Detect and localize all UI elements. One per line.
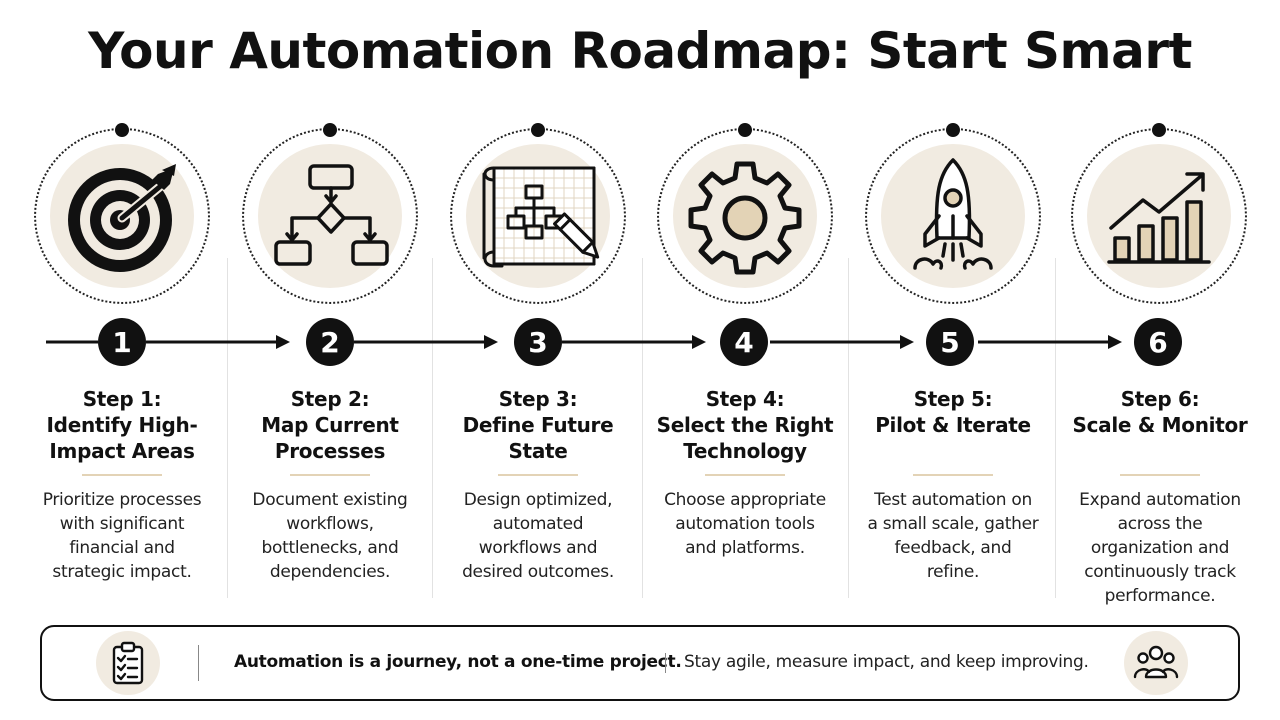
step-4-number: 4 [720,318,768,366]
step-5-number: 5 [926,318,974,366]
page-title: Your Automation Roadmap: Start Smart [88,22,1192,80]
footer-separator [665,653,666,673]
column-divider [1055,258,1056,598]
growth-chart-icon [1107,172,1211,264]
step-1-divider [82,474,162,476]
gear-icon [688,161,802,275]
column-divider [227,258,228,598]
footer-key-message: Automation is a journey, not a one-time … [234,652,682,672]
step-1-number: 1 [98,318,146,366]
step-5-divider [913,474,993,476]
target-icon [68,164,176,272]
column-divider [432,258,433,598]
step-1-icon-badge [34,123,210,304]
clipboard-checklist-icon [96,631,160,695]
footer-tagline: Stay agile, measure impact, and keep imp… [684,652,1089,672]
step-5-icon-badge [865,123,1041,304]
step-1-title: Step 1:Identify High-Impact Areas [46,387,198,463]
blueprint-icon [482,166,600,268]
team-icon [1124,631,1188,695]
step-4-icon-badge [657,123,833,304]
flowchart-icon [274,164,389,266]
footer-callout [40,625,1240,701]
step-5-title: Step 5:Pilot & Iterate [875,387,1031,437]
step-6-number: 6 [1134,318,1182,366]
timeline-arrows [46,335,1122,349]
step-3-icon-badge [450,123,626,304]
step-2-divider [290,474,370,476]
column-divider [848,258,849,598]
step-6-divider [1120,474,1200,476]
step-3-divider [498,474,578,476]
step-6-title: Step 6:Scale & Monitor [1072,387,1248,437]
step-4-divider [705,474,785,476]
rocket-icon [913,158,993,270]
step-6-icon-badge [1071,123,1247,304]
footer-separator [198,645,199,681]
step-3-number: 3 [514,318,562,366]
step-2-number: 2 [306,318,354,366]
column-divider [642,258,643,598]
step-2-icon-badge [242,123,418,304]
